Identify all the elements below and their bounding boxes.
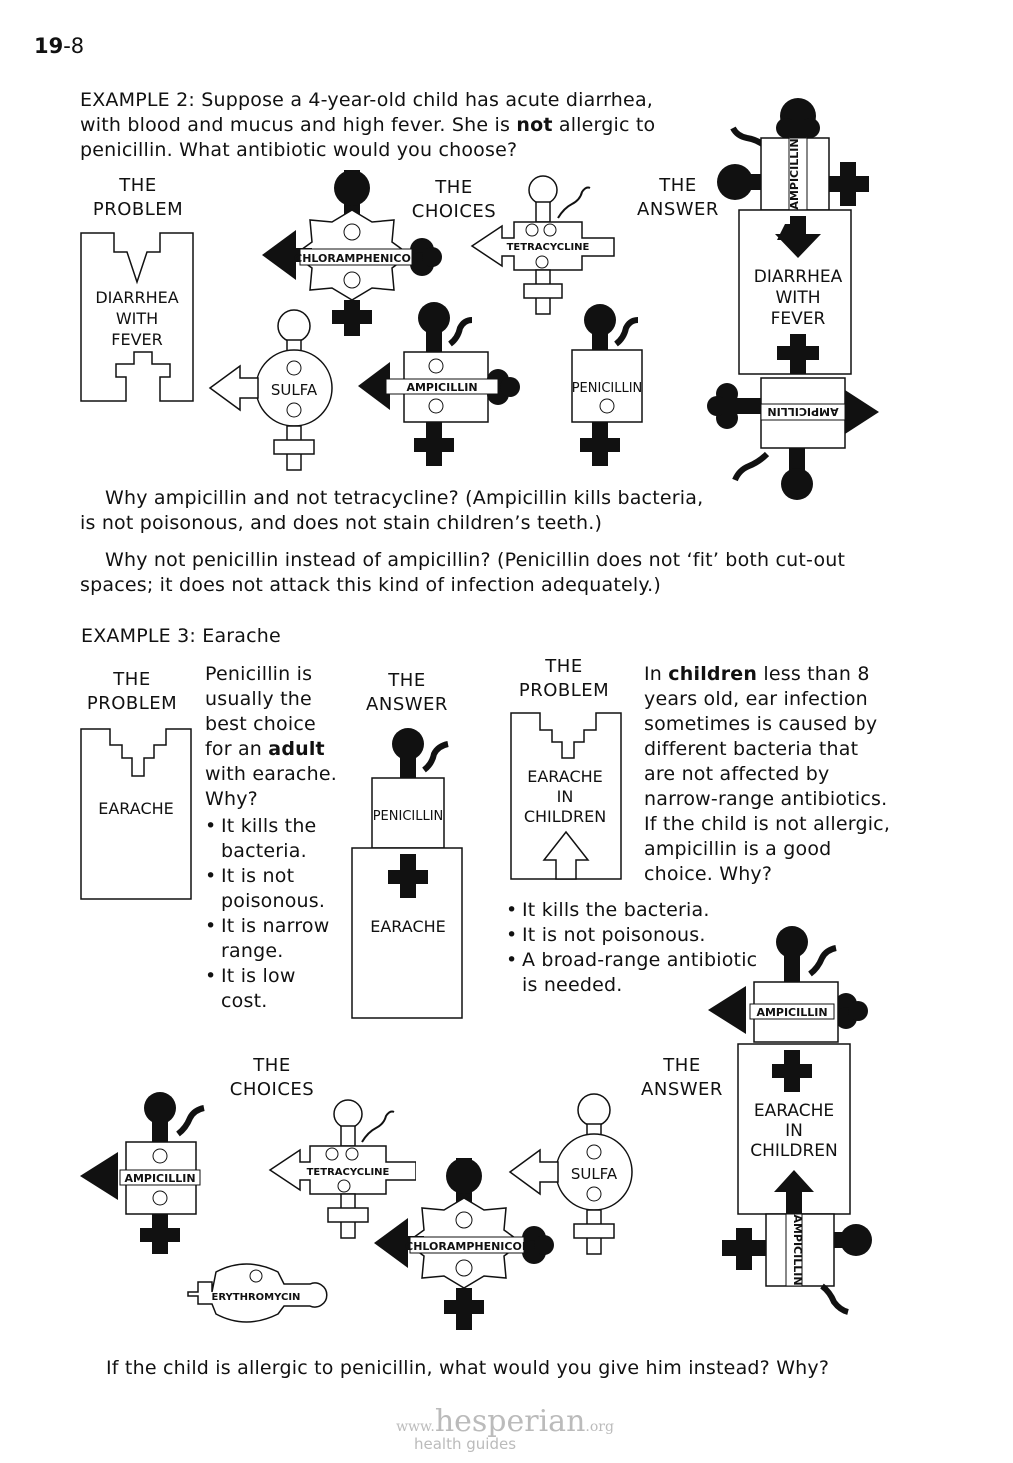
page-number: 19-8 <box>34 34 85 58</box>
example2-answer-assembly: AMPICILLIN DIARRHEA WITH FEVER AMPICILLI… <box>707 98 879 500</box>
example2-problem-line3: FEVER <box>111 330 162 349</box>
example3-chloramphenicol-piece: CHLORAMPHENICOL <box>374 1158 554 1330</box>
example2-sulfa-piece: SULFA <box>208 309 333 471</box>
example3-answer-line3: CHILDREN <box>750 1141 838 1161</box>
example3-answer-bottom-label: AMPICILLIN <box>791 1214 804 1285</box>
example3-child-problem-line1: EARACHE <box>527 767 603 786</box>
example2-ampicillin-label: AMPICILLIN <box>406 381 477 394</box>
list-item: It kills the bacteria. <box>205 814 345 864</box>
example2-heading: EXAMPLE 2: <box>80 89 195 111</box>
example3-answer-top-label: AMPICILLIN <box>756 1006 827 1019</box>
example2-answer-line1: DIARRHEA <box>754 267 843 287</box>
example3-ampicillin-label: AMPICILLIN <box>124 1172 195 1185</box>
example2-answer-line2: WITH <box>776 288 821 308</box>
example2-penicillin-piece: PENICILLIN <box>571 304 643 466</box>
example3-adult-answer: PENICILLIN EARACHE <box>351 728 463 1019</box>
example3-heading: EXAMPLE 3: <box>81 625 196 647</box>
example2-tetracycline-label: TETRACYCLINE <box>507 242 590 253</box>
example3-child-bullets: It kills the bacteria. It is not poisono… <box>506 898 771 998</box>
example3-adult-bullets: It kills the bacteria. It is not poisono… <box>205 814 345 1014</box>
list-item: It is not poisonous. <box>506 923 771 948</box>
example2-question-2: Why not penicillin instead of ampicillin… <box>80 549 846 596</box>
example3-adult-penicillin-label: PENICILLIN <box>373 809 444 824</box>
example3-problem-box: EARACHE <box>80 728 192 900</box>
example2-ampicillin-piece: AMPICILLIN <box>358 302 520 466</box>
list-item: It is narrow range. <box>205 914 345 964</box>
example2-tetracycline-piece: TETRACYCLINE <box>470 175 615 315</box>
example2-answer-line3: FEVER <box>771 309 826 329</box>
example2-answer-top-piece-label: AMPICILLIN <box>788 138 801 209</box>
list-item: It kills the bacteria. <box>506 898 771 923</box>
example2-chloramphenicol-label: CHLORAMPHENICOL <box>294 252 418 265</box>
example3-erythromycin-piece: ERYTHROMYCIN <box>187 1263 328 1323</box>
example3-answer-line1: EARACHE <box>754 1101 834 1121</box>
list-item: It is low cost. <box>205 964 345 1014</box>
example2-penicillin-label: PENICILLIN <box>572 381 643 396</box>
example2-problem-line2: WITH <box>116 309 158 328</box>
example3-child-problem-line3: CHILDREN <box>524 807 606 826</box>
example2-question-1: Why ampicillin and not tetracycline? (Am… <box>80 487 704 534</box>
example3-child-problem-box: EARACHE IN CHILDREN <box>510 712 622 880</box>
example2-problem-line1: DIARRHEA <box>95 288 178 307</box>
example3-tetracycline-label: TETRACYCLINE <box>307 1167 390 1178</box>
example3-adult-earache-label: EARACHE <box>370 917 446 936</box>
example3-answer-assembly: AMPICILLIN EARACHE IN CHILDREN AMPICILLI… <box>708 926 872 1315</box>
list-item: It is not poisonous. <box>205 864 345 914</box>
example3-ampicillin-piece: AMPICILLIN <box>80 1092 205 1254</box>
example3-child-problem-line2: IN <box>557 787 574 806</box>
list-item: A broad-range antibiotic is needed. <box>506 948 771 998</box>
footer-tagline: health guides <box>414 1435 517 1453</box>
example3-sulfa-piece: SULFA <box>508 1093 633 1255</box>
example3-chloramphenicol-label: CHLORAMPHENICOL <box>405 1240 529 1253</box>
example3-answer-line2: IN <box>785 1121 803 1141</box>
example2-intro: EXAMPLE 2: Suppose a 4-year-old child ha… <box>80 89 656 161</box>
example3-child-text: In children less than 8 years old, ear i… <box>644 663 891 885</box>
example2-problem-box: DIARRHEA WITH FEVER <box>80 232 194 402</box>
footer-logo: www.hesperian.org health guides <box>380 1404 630 1453</box>
example3-final-question: If the child is allergic to penicillin, … <box>106 1357 830 1379</box>
example3-heading-line: EXAMPLE 3: Earache <box>81 625 281 647</box>
example3-tetracycline-piece: TETRACYCLINE <box>268 1099 416 1239</box>
example3-problem-box-label: EARACHE <box>98 799 174 818</box>
example3-erythromycin-label: ERYTHROMYCIN <box>212 1292 301 1303</box>
example2-sulfa-label: SULFA <box>271 381 318 399</box>
example3-adult-text: Penicillin is usually the best choice fo… <box>205 662 345 1014</box>
example3-sulfa-label: SULFA <box>571 1165 618 1183</box>
example2-answer-bottom-piece-label: AMPICILLIN <box>767 405 838 418</box>
example2-chloramphenicol-piece: CHLORAMPHENICOL <box>262 170 442 336</box>
